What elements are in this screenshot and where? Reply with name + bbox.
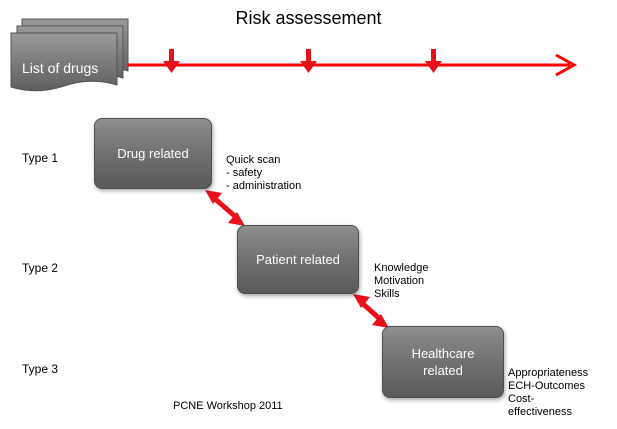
type-1-notes: Quick scan - safety - administration xyxy=(226,154,302,192)
type-1-label: Type 1 xyxy=(22,151,59,165)
type-3-label: Type 3 xyxy=(22,362,59,376)
connector-type1-type2 xyxy=(205,190,245,226)
type-2-label: Type 2 xyxy=(22,261,59,275)
patient-related-box: Patient related xyxy=(237,225,359,294)
footer-caption: PCNE Workshop 2011 xyxy=(173,400,283,412)
type-2-notes: Knowledge Motivation Skills xyxy=(374,262,429,300)
timeline-marker-3 xyxy=(425,49,442,73)
timeline-marker-1 xyxy=(163,49,180,73)
timeline-arrow xyxy=(128,53,578,77)
drug-list-stack xyxy=(10,18,129,92)
drug-list-label: List of drugs xyxy=(22,60,99,76)
timeline-marker-2 xyxy=(300,49,317,73)
diagram-title: Risk assessement xyxy=(235,8,382,28)
connector-type2-type3 xyxy=(353,294,389,328)
type-3-notes: Appropriateness ECH-Outcomes Cost- effec… xyxy=(508,367,589,418)
drug-related-box: Drug related xyxy=(94,118,212,189)
healthcare-related-box: Healthcare related xyxy=(382,326,504,398)
